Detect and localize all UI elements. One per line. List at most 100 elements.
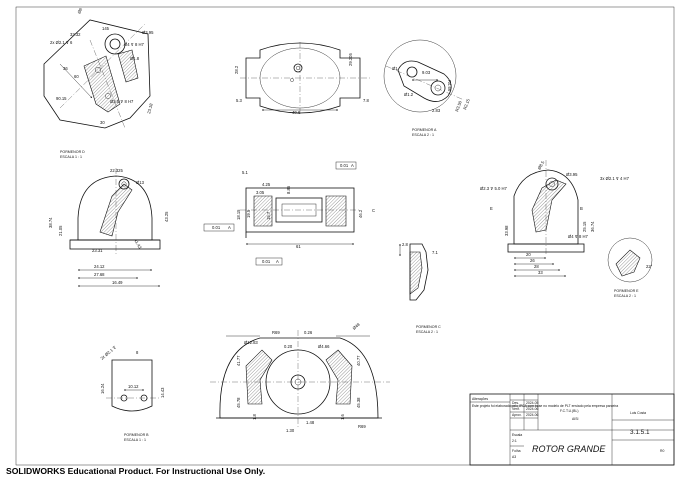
dim-label: 0.01 [262,259,271,264]
dim-label: 1.30 [286,428,295,433]
dim-label: 7.1 [432,250,438,255]
dim-label: 43.25 [164,211,169,222]
view-scale: ESCALA 1 : 1 [124,438,146,442]
view-label: PORMENOR D [60,150,85,154]
revision: R0 [660,449,664,453]
dim-label: R4.66 [447,80,452,92]
top-center-view: 40.6 29.205 28.2 5.3 7.8 [234,42,370,116]
dim-label: R3.50 [454,100,463,113]
dim-label: Ø3.5 ⊽ 8 H7 [110,99,134,104]
dim-label: 16.49 [112,280,123,285]
dim-label: 14.43 [160,387,165,398]
detail-view-b: 8 2x Ø2.1 ⊽ 10.12 16.24 14.43 PORMENOR B… [99,345,165,442]
dim-label: 90.15 [56,96,67,101]
dim-label: 33.32 [70,32,81,37]
dim-label: C [372,208,375,213]
title-block-field: Escala [512,433,522,437]
dim-label: 1.48 [306,420,315,425]
dim-label: 4.25 [262,182,271,187]
detail-view-d: Ø8 33.32 145 Ø3.95 2x Ø2.1 ⊽ 6 Ø4 ⊽ 8 H7… [43,7,154,159]
dim-label: Ø3.95 [142,30,154,35]
dim-label: 5.3 [236,98,242,103]
dim-label: 3.05 [256,190,265,195]
dim-label: 7.8 [363,98,369,103]
title-block-date: 2024-06 [526,407,539,411]
dim-label: 61 [296,244,301,249]
view-label: PORMENOR B [124,433,149,437]
dim-label: R69 [272,330,280,335]
dim-label: 20 [526,252,531,257]
title-block: Alterações Este projeto foi elaborado pe… [469,393,675,466]
dim-label: 26 [530,258,535,263]
mid-center-view: 0.01 A 5.1 4.25 3.05 8.85 18.15 19.5 15.… [203,161,375,266]
view-scale: ESCALA 2 : 1 [614,294,636,298]
dim-label: 24.12 [94,264,105,269]
title-block-date: 2024-05 [526,401,539,405]
dim-label: 0.20 [284,344,293,349]
part-name: ROTOR GRANDE [532,444,606,454]
dim-label: 15.7 [266,211,271,220]
dim-label: 1.6 [340,414,345,420]
dim-label: 45.78 [236,397,241,408]
dim-label: Ø12.83 [244,340,258,345]
title-block-field: Verif. [512,407,520,411]
sheet-border [15,6,675,466]
dim-label: 33 [538,270,543,275]
dim-label: 60 [74,74,79,79]
dim-label: 36 [63,66,68,71]
dim-label: 22.325 [110,168,123,173]
dim-label: 10.12 [128,384,139,389]
dim-label: 2x Ø2.1 ⊽ [99,345,117,361]
dim-label: 5.1 [242,170,248,175]
dim-label: 36.74 [590,221,595,232]
view-scale: ESCALA 1 : 1 [60,155,82,159]
dim-label: Ø8.5 [537,160,546,171]
dim-label: 29.205 [348,53,353,66]
view-label: PORMENOR C [416,325,441,329]
dim-label: 2x Ø2.1 ⊽ 6 [50,40,73,45]
dim-label: 38.74 [48,217,53,228]
dim-label: R69 [358,424,366,429]
dim-label: 33.98 [504,225,509,236]
dim-label: Ø48 [351,321,361,330]
dim-label: 1.8 [252,414,257,420]
dim-label: Ø8 [76,7,83,15]
dim-label: 19.5 [246,209,251,218]
dim-label: R2.15 [462,98,471,111]
title-block-date: 2024-06 [526,413,539,417]
bottom-center-view: R69 Ø48 0.26 Ø12.83 0.20 Ø4.66 41.77 40.… [210,321,390,433]
dim-label: Ø13 [136,180,145,185]
dim-label: 30 [100,120,105,125]
dim-label: Ø4.66 [318,344,330,349]
detail-view-c: 2.8 7.1 PORMENOR C ESCALA 2 : 1 [399,242,441,334]
dim-label: Ø1 [392,66,398,71]
drawing-number: 3.1.5.1 [630,429,650,436]
view-label: PORMENOR E [614,289,639,293]
view-scale: ESCALA 2 : 1 [412,133,434,137]
dim-label: A [351,163,354,168]
dim-label: Ø2.3 ⊽ 5.0 H7 [480,186,507,191]
title-block-field: A3 [512,455,516,459]
dim-label: A [228,225,231,230]
dim-label: 0.01 [212,225,221,230]
dim-label: 9.03 [422,70,431,75]
dim-label: 41.77 [236,355,241,366]
tolerance-note: F.C.T.U.(BL) [560,409,578,413]
title-block-field: Des. [512,401,519,405]
dim-label: 27.68 [94,272,105,277]
dim-label: Ø3.95 [566,172,578,177]
title-block-field: Folha [512,449,521,453]
dim-label: 18.15 [236,209,241,220]
dim-label: A [276,259,279,264]
view-scale: ESCALA 2 : 1 [416,330,438,334]
mid-right-view: Ø8.5 3x Ø2.1 ⊽ 4 H7 Ø3.95 Ø2.3 ⊽ 5.0 H7 … [480,160,653,298]
dim-label: 41.43 [133,238,143,250]
dim-label: 8.85 [286,185,291,194]
dim-label: 2.8 [402,242,408,247]
dim-label: Ø1.2 [404,92,414,97]
dim-label: 145 [102,26,110,31]
dim-label: 45.38 [356,397,361,408]
material: AISI [572,417,578,421]
dim-label: 23.31 [92,248,103,253]
